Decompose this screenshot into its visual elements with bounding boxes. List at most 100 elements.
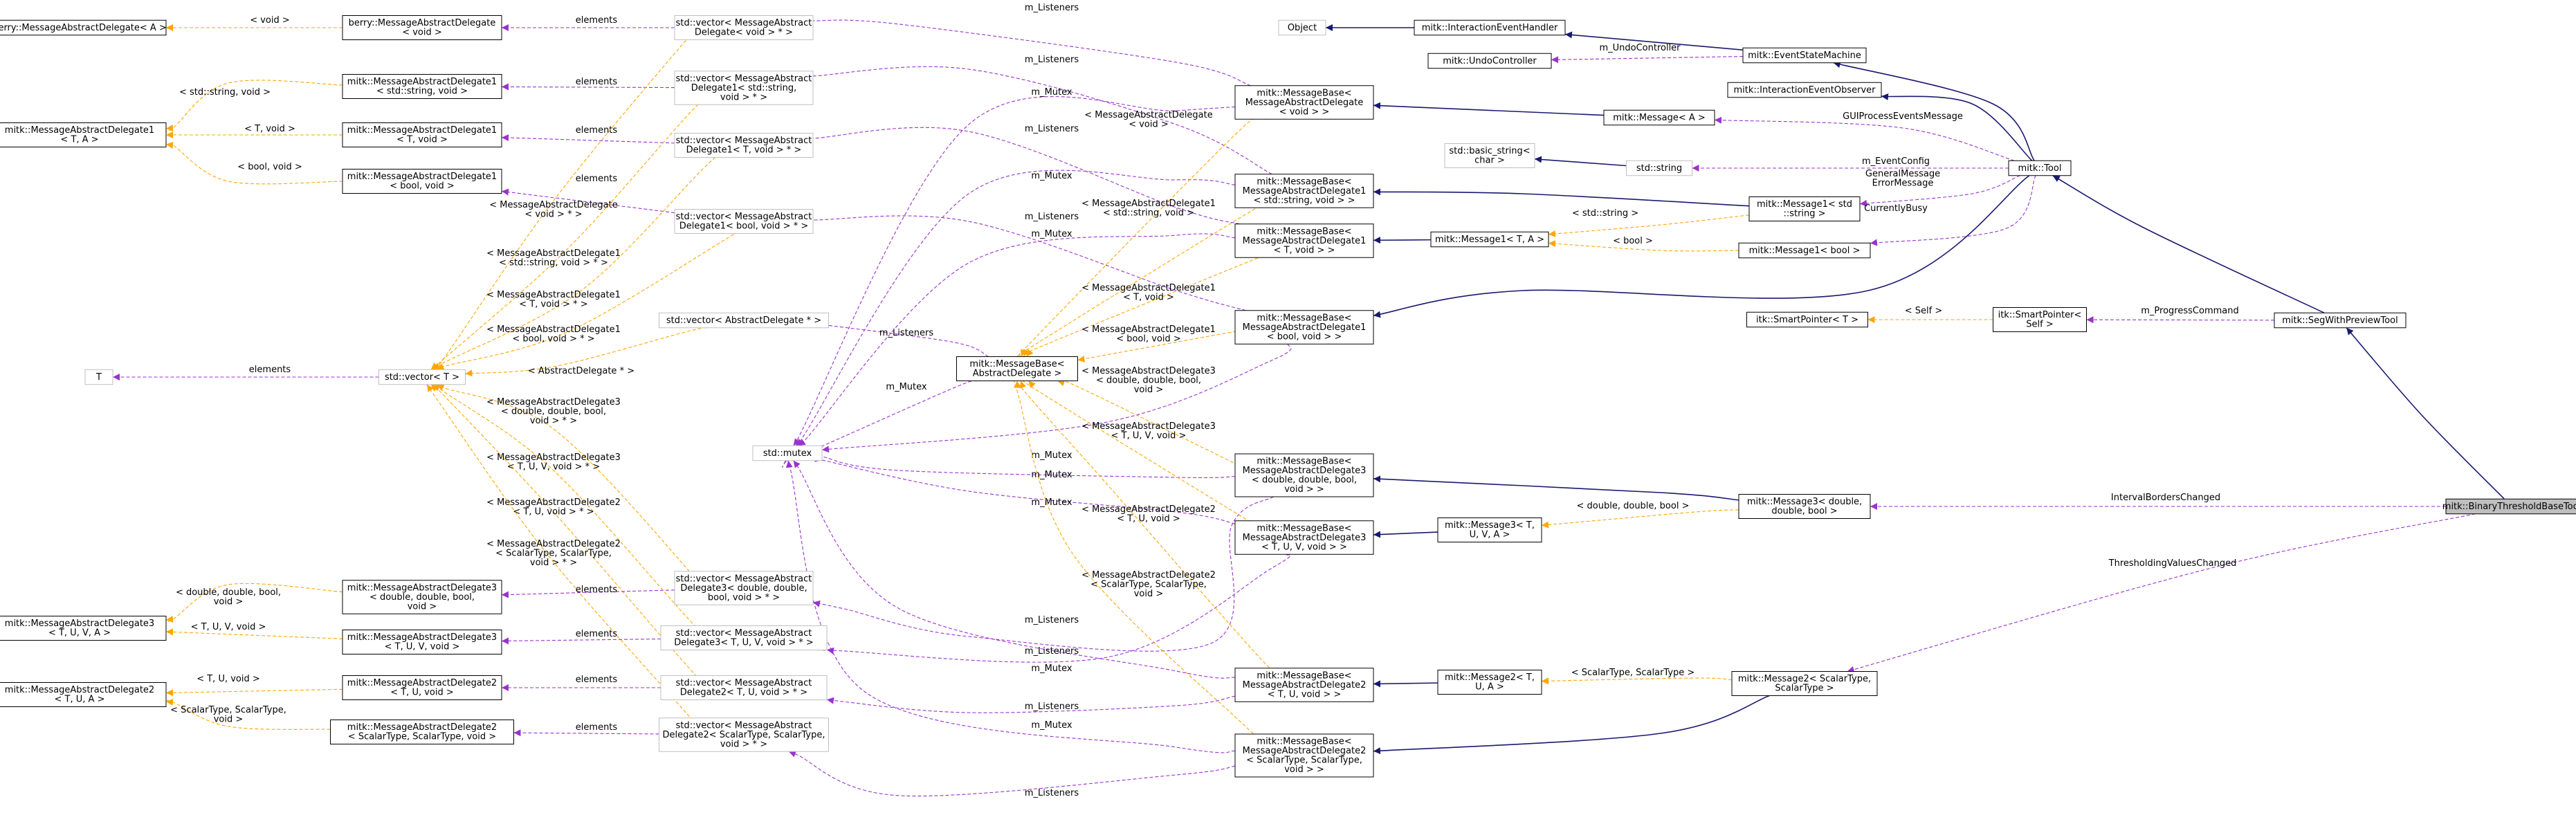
class-name: mitk::Message1< bool > xyxy=(1749,246,1861,256)
class-box xyxy=(0,19,167,36)
class-node-mb-tv[interactable]: mitk::MessageBase<MessageAbstractDelegat… xyxy=(1234,223,1374,258)
class-node-mad3-tuv[interactable]: mitk::MessageAbstractDelegate3< T, U, V,… xyxy=(342,630,502,654)
class-node-mbad[interactable]: mitk::MessageBase<AbstractDelegate > xyxy=(956,356,1078,381)
class-node-msg2-sc[interactable]: mitk::Message2< ScalarType,ScalarType > xyxy=(1731,671,1878,696)
class-node-msg3-tuv[interactable]: mitk::Message3< T,U, V, A > xyxy=(1437,518,1542,542)
class-box xyxy=(956,356,1078,381)
edge-label: < void > xyxy=(250,15,290,26)
class-node-mad2-sc[interactable]: mitk::MessageAbstractDelegate2< ScalarTy… xyxy=(330,720,514,744)
class-name: mitk::MessageBase<MessageAbstractDelegat… xyxy=(1245,88,1363,117)
edge-label: < Self > xyxy=(1905,306,1943,316)
class-node-ieh[interactable]: mitk::InteractionEventHandler xyxy=(1414,19,1566,36)
class-node-mad3-ddb[interactable]: mitk::MessageAbstractDelegate3< double, … xyxy=(342,580,502,614)
usage-edge-esm-to-undo xyxy=(1551,56,1744,64)
class-node-vec-ad[interactable]: std::vector< AbstractDelegate * > xyxy=(659,312,829,329)
usage-edge-mb_ddb-to-vec_ddb xyxy=(812,496,1274,652)
class-box xyxy=(1993,307,2087,332)
class-node-mb-v[interactable]: mitk::MessageBase<MessageAbstractDelegat… xyxy=(1234,85,1374,120)
class-node-itk-sp-t[interactable]: itk::SmartPointer< T > xyxy=(1746,311,1868,328)
inherit-edge-tool-to-ieo xyxy=(1881,93,2033,161)
class-node-bttool[interactable]: mitk::BinaryThresholdBaseTool xyxy=(2442,498,2576,515)
class-node-berry-v[interactable]: berry::MessageAbstractDelegate< void > xyxy=(342,15,502,40)
class-name: std::vector< T > xyxy=(385,372,459,383)
usage-edge-mb_tu-to-mutex xyxy=(787,451,1236,679)
class-name: mitk::MessageAbstractDelegate3< double, … xyxy=(347,583,497,612)
class-node-mb-tuv[interactable]: mitk::MessageBase<MessageAbstractDelegat… xyxy=(1234,520,1374,555)
class-name: mitk::Message1< T, A > xyxy=(1435,235,1544,245)
class-box xyxy=(1234,174,1374,208)
class-node-mad1-bool[interactable]: mitk::MessageAbstractDelegate1< bool, vo… xyxy=(342,169,502,194)
class-name: mitk::MessageAbstractDelegate1< T, void … xyxy=(347,125,497,145)
class-node-undo[interactable]: mitk::UndoController xyxy=(1427,53,1552,69)
inherit-edge-tool-to-esm xyxy=(1833,61,2035,161)
class-box xyxy=(1742,47,1867,64)
class-node-msg1-ta[interactable]: mitk::Message1< T, A > xyxy=(1430,231,1549,248)
class-node-esm[interactable]: mitk::EventStateMachine xyxy=(1742,47,1867,64)
class-name: mitk::SegWithPreviewTool xyxy=(2282,315,2398,326)
edge-label: < MessageAbstractDelegate3< double, doub… xyxy=(1081,366,1216,395)
class-name: mitk::MessageAbstractDelegate3< T, U, V,… xyxy=(5,619,154,639)
class-node-tool[interactable]: mitk::Tool xyxy=(2008,160,2072,176)
class-node-msg3-ddb[interactable]: mitk::Message3< double,double, bool > xyxy=(1738,494,1871,519)
class-node-mad3-t[interactable]: mitk::MessageAbstractDelegate3< T, U, V,… xyxy=(0,616,167,641)
class-node-mutex[interactable]: std::mutex xyxy=(752,445,823,461)
class-name: mitk::Message3< T,U, V, A > xyxy=(1445,520,1535,540)
class-node-mb-str[interactable]: mitk::MessageBase<MessageAbstractDelegat… xyxy=(1234,174,1374,208)
class-name: mitk::MessageAbstractDelegate3< T, U, V,… xyxy=(347,632,497,652)
class-name: mitk::Tool xyxy=(2018,163,2062,174)
class-node-object[interactable]: Object xyxy=(1278,19,1326,36)
class-node-ieo[interactable]: mitk::InteractionEventObserver xyxy=(1727,82,1882,98)
class-node-stdstring[interactable]: std::string xyxy=(1626,160,1692,176)
class-node-mad1-str[interactable]: mitk::MessageAbstractDelegate1< std::str… xyxy=(342,74,502,99)
class-node-mad2-t[interactable]: mitk::MessageAbstractDelegate2< T, U, A … xyxy=(0,682,167,707)
usage-edge-tool-to-msg1_str xyxy=(1859,175,2020,207)
edge-label: CurrentlyBusy xyxy=(1864,203,1928,214)
class-box xyxy=(0,122,167,147)
class-node-basic-string[interactable]: std::basic_string<char > xyxy=(1444,143,1535,168)
class-node-mb-sc[interactable]: mitk::MessageBase<MessageAbstractDelegat… xyxy=(1234,733,1374,778)
edge-label: < MessageAbstractDelegate1< bool, void > xyxy=(1081,324,1216,345)
template-edge-msg1_str-to-msg1_ta xyxy=(1548,214,1750,237)
class-node-T[interactable]: T xyxy=(84,369,113,385)
class-node-mb-bool[interactable]: mitk::MessageBase<MessageAbstractDelegat… xyxy=(1234,310,1374,345)
class-node-vecT[interactable]: std::vector< T > xyxy=(378,369,466,385)
class-node-berry-t[interactable]: berry::MessageAbstractDelegate< A > xyxy=(0,19,167,36)
class-box xyxy=(1731,671,1878,696)
edge-label: m_ProgressCommand xyxy=(2141,306,2238,316)
inherit-edge-msg3_tuv-to-mb_tuv xyxy=(1373,531,1438,538)
class-node-mad2-tu[interactable]: mitk::MessageAbstractDelegate2< T, U, vo… xyxy=(342,675,502,700)
class-box xyxy=(659,717,829,752)
class-box xyxy=(1738,494,1871,519)
class-node-segpreview[interactable]: mitk::SegWithPreviewTool xyxy=(2274,312,2406,329)
usage-edge-tool-to-msg1_bool xyxy=(1870,175,2036,246)
class-node-msg1-bool[interactable]: mitk::Message1< bool > xyxy=(1738,242,1871,259)
class-node-mb-ddb[interactable]: mitk::MessageBase<MessageAbstractDelegat… xyxy=(1234,453,1374,497)
class-node-msg2-tu[interactable]: mitk::Message2< T,U, A > xyxy=(1437,670,1542,695)
class-node-itk-sp-self[interactable]: itk::SmartPointer<Self > xyxy=(1993,307,2087,332)
class-node-msg1-str[interactable]: mitk::Message1< std::string > xyxy=(1748,196,1861,221)
template-edge-mad1_bool-to-mad1_t xyxy=(165,141,343,185)
class-node-mad1-t[interactable]: mitk::MessageAbstractDelegate1< T, A > xyxy=(0,122,167,147)
class-name: mitk::MessageBase<MessageAbstractDelegat… xyxy=(1243,670,1367,699)
edge-label: < MessageAbstractDelegate3< T, U, V, voi… xyxy=(1081,421,1216,441)
class-name: mitk::EventStateMachine xyxy=(1748,51,1861,61)
class-box xyxy=(1748,196,1861,221)
class-node-mb-tu[interactable]: mitk::MessageBase<MessageAbstractDelegat… xyxy=(1234,668,1374,702)
class-node-msg-a[interactable]: mitk::Message< A > xyxy=(1603,109,1715,126)
edge-label: < T, void > xyxy=(244,124,295,134)
class-box xyxy=(752,445,823,461)
class-node-mad1-tv[interactable]: mitk::MessageAbstractDelegate1< T, void … xyxy=(342,122,502,147)
class-box xyxy=(342,15,502,40)
class-name: std::string xyxy=(1636,163,1682,174)
edge-label: elements xyxy=(576,722,618,733)
